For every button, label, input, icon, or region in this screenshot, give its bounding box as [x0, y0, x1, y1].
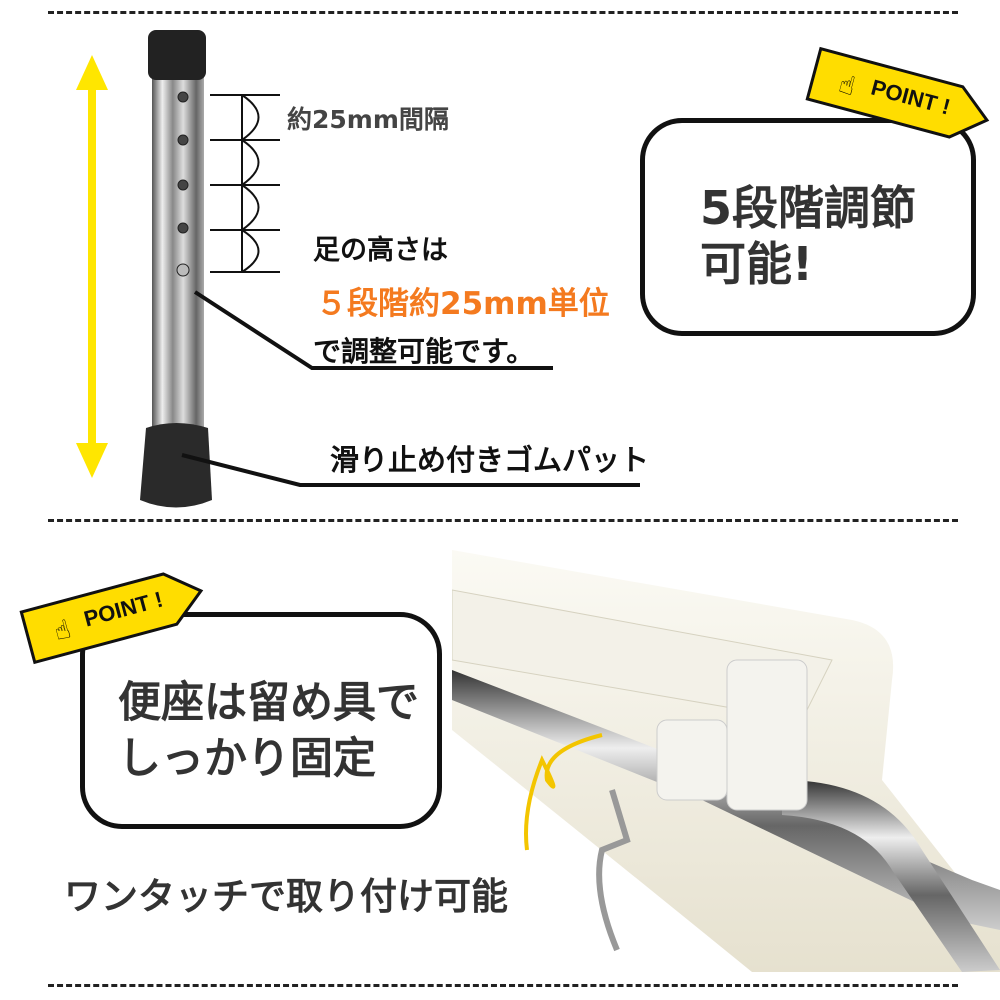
height-text-line3: で調整可能です。 — [313, 335, 535, 368]
callout-box-fix — [80, 612, 442, 829]
point-badge-bottom: ☝ POINT ! — [18, 562, 212, 666]
interval-bracket — [210, 94, 280, 273]
height-text-line1: 足の高さは — [313, 235, 448, 266]
divider-top — [48, 11, 958, 14]
one-touch-caption: ワンタッチで取り付け可能 — [64, 875, 508, 918]
height-arrow-icon — [76, 55, 108, 478]
callout-adjust-line1: 5段階調節 — [700, 181, 917, 235]
pointing-hand-icon: ☝ — [835, 69, 858, 102]
callout-adjust-line2: 可能! — [700, 237, 813, 291]
callout-fix-line2: しっかり固定 — [118, 734, 376, 784]
leg-pipe — [152, 40, 204, 440]
rubber-pad — [140, 423, 212, 508]
interval-label: 約25mm間隔 — [287, 105, 449, 134]
leader-line-pad — [181, 453, 640, 487]
callout-box-adjust — [640, 118, 976, 336]
leg-cap — [148, 30, 206, 80]
divider-bottom — [48, 984, 958, 987]
leader-line-height — [193, 290, 553, 370]
clamp — [656, 719, 728, 801]
pointing-hand-icon: ☝ — [51, 614, 74, 647]
point-badge-top: ☝ POINT ! — [804, 45, 998, 149]
clamp — [726, 659, 808, 811]
height-text-line2: ５段階約25mm単位 — [316, 286, 610, 322]
leg-illustration — [76, 30, 640, 508]
rubber-pad-label: 滑り止め付きゴムパット — [330, 443, 650, 477]
seat-clamp-photo — [452, 550, 1000, 972]
divider-middle — [48, 519, 958, 522]
yellow-arrow-icon — [524, 733, 603, 851]
callout-fix-line1: 便座は留め具で — [118, 678, 419, 728]
